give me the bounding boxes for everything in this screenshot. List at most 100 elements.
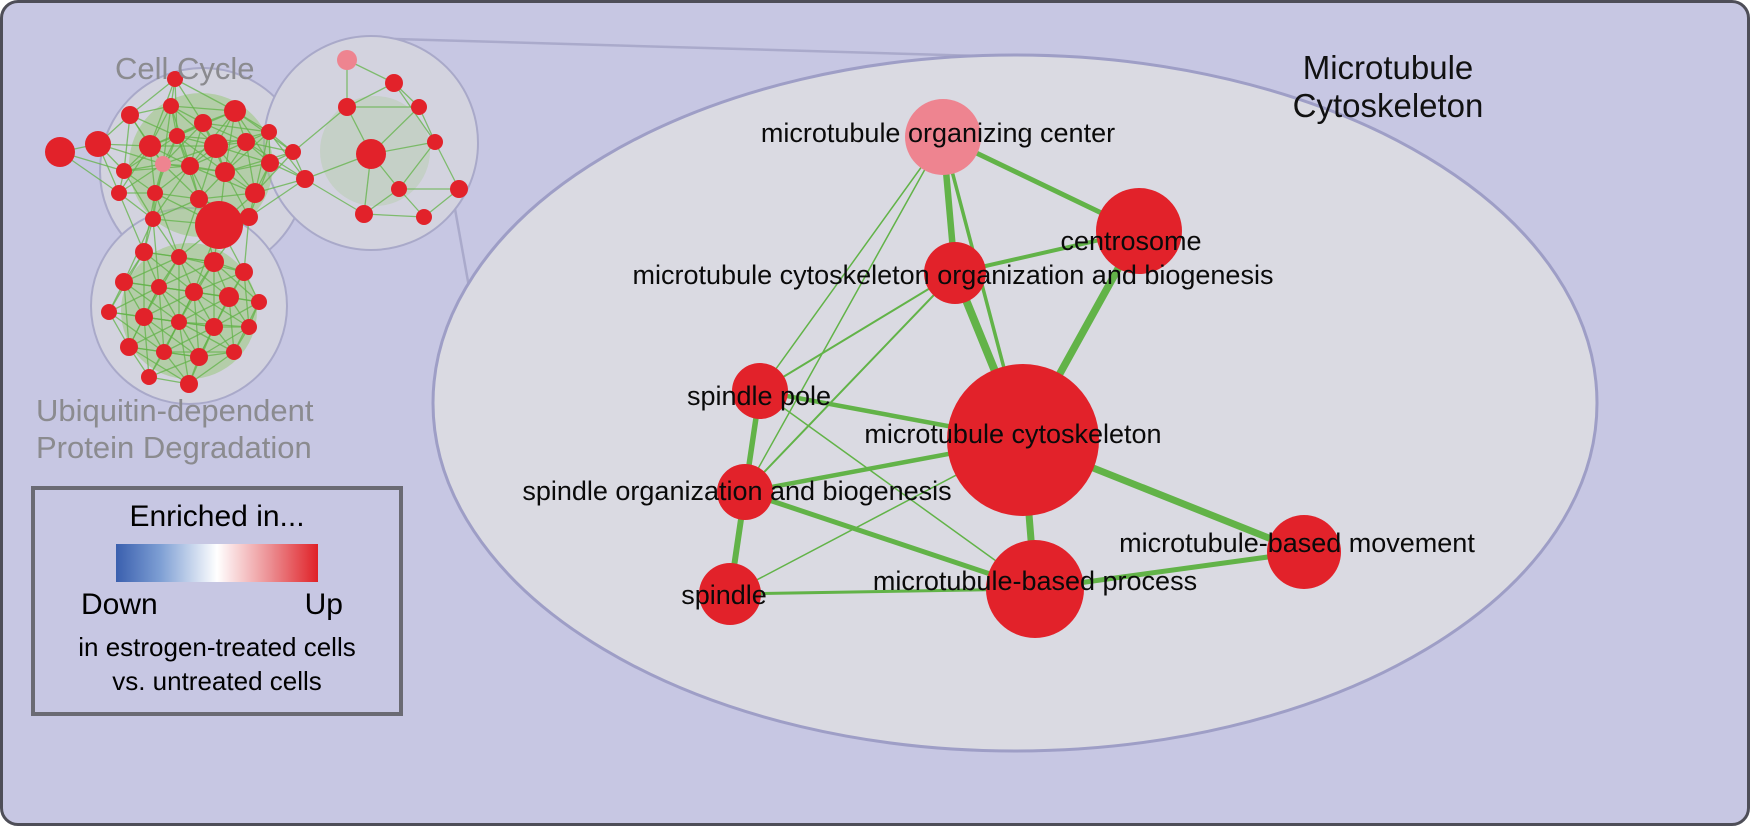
mini-edge <box>129 78 176 116</box>
mini-node <box>190 190 208 208</box>
mini-edge <box>188 351 235 385</box>
mini-node <box>45 137 75 167</box>
mini-node <box>121 106 139 124</box>
mini-edge <box>152 165 191 220</box>
edge-spindle_pole-mbp <box>759 390 1036 590</box>
mini-edge <box>363 213 425 218</box>
mini-node <box>156 344 172 360</box>
mini-edge <box>162 105 172 165</box>
mini-node <box>141 369 157 385</box>
legend-down-label: Down <box>81 588 158 621</box>
legend-gradient <box>116 544 318 582</box>
mini-node <box>427 134 443 150</box>
edge-moc-sob <box>744 136 944 493</box>
mini-node <box>120 338 138 356</box>
mini-node <box>180 375 198 393</box>
node-label-mc: microtubule cytoskeleton <box>864 419 1161 449</box>
mini-node <box>296 170 314 188</box>
mini-node <box>171 249 187 265</box>
mini-node <box>338 98 356 116</box>
node-label-spindle: spindle <box>681 580 767 610</box>
node-spindle_pole <box>732 363 788 419</box>
node-label-mcob: microtubule cytoskeleton organization an… <box>633 260 1274 290</box>
mini-edge <box>158 261 215 288</box>
mini-node <box>190 348 208 366</box>
network-svg: microtubule organizing centercentrosomem… <box>45 35 1599 753</box>
node-label-mbp: microtubule-based process <box>873 566 1197 596</box>
mini-edge <box>178 321 235 353</box>
edge-spindle-mbp <box>728 587 1037 596</box>
mini-node <box>337 50 357 70</box>
node-centrosome <box>1096 188 1182 274</box>
legend-box: Enriched in... Down Up in estrogen-treat… <box>31 486 403 716</box>
mini-edge <box>108 286 160 313</box>
mini-node <box>285 144 301 160</box>
mini-edge <box>152 218 160 288</box>
mini-node <box>147 185 163 201</box>
mini-node <box>135 308 153 326</box>
legend-caption-line1: in estrogen-treated cells <box>78 632 356 662</box>
node-mbp <box>986 540 1084 638</box>
mini-edge <box>178 198 200 258</box>
legend-caption-line2: vs. untreated cells <box>112 666 322 696</box>
mini-node <box>181 157 199 175</box>
mini-edge <box>123 256 180 283</box>
mini-node <box>235 263 253 281</box>
mini-edge <box>174 78 236 112</box>
ubiquitin-label-line1: Ubiquitin-dependent <box>36 393 314 428</box>
mini-edge <box>304 178 365 215</box>
mini-node <box>111 185 127 201</box>
edge-mcob-spindle_pole <box>759 272 956 392</box>
mini-node <box>135 243 153 261</box>
mini-edge <box>202 122 270 133</box>
mini-edge <box>118 163 164 194</box>
mini-node <box>411 99 427 115</box>
mini-node <box>116 163 132 179</box>
mini-edge <box>118 192 145 253</box>
mini-edge <box>213 261 260 303</box>
mini-edge <box>224 151 294 173</box>
mini-node <box>261 154 279 172</box>
mini-node <box>226 344 242 360</box>
mini-node <box>391 181 407 197</box>
edge-moc-spindle_pole <box>759 136 944 392</box>
mini-edge <box>398 141 436 190</box>
mini-node <box>151 279 167 295</box>
mini-node <box>163 98 179 114</box>
cluster-label-ubiquitin: Ubiquitin-dependent Protein Degradation <box>36 392 314 466</box>
mini-node <box>115 273 133 291</box>
node-mbm <box>1267 515 1341 589</box>
mini-edge <box>193 291 250 328</box>
node-mcob <box>924 242 986 304</box>
edge-mcob-sob <box>744 272 956 493</box>
mini-node <box>185 283 203 301</box>
mini-node <box>261 124 277 140</box>
node-moc <box>905 99 981 175</box>
node-label-spindle_pole: spindle pole <box>687 381 831 411</box>
mini-node <box>205 318 223 336</box>
cluster-label-microtubule-cytoskeleton: Microtubule Cytoskeleton <box>1258 49 1518 125</box>
mini-edge <box>248 178 306 218</box>
mini-node <box>241 319 257 335</box>
mini-node <box>416 209 432 225</box>
mini-node <box>194 114 212 132</box>
mini-node <box>195 201 243 249</box>
mini-node <box>204 134 228 158</box>
legend-title: Enriched in... <box>129 500 305 533</box>
mini-node <box>219 287 239 307</box>
mini-edge <box>143 316 150 378</box>
mini-node <box>215 162 235 182</box>
mini-edge <box>178 321 190 385</box>
mini-node <box>237 133 255 151</box>
mini-node <box>155 156 171 172</box>
mini-node <box>240 208 258 226</box>
node-label-mbm: microtubule-based movement <box>1119 528 1475 558</box>
node-spindle <box>699 563 761 625</box>
mini-edge <box>154 192 180 258</box>
edge-sob-mbp <box>742 489 1038 592</box>
mini-edge <box>123 114 131 172</box>
mini-edge <box>243 216 250 273</box>
mini-edge <box>128 321 180 348</box>
mini-node <box>171 314 187 330</box>
cluster-label-cell-cycle: Cell Cycle <box>115 51 255 86</box>
